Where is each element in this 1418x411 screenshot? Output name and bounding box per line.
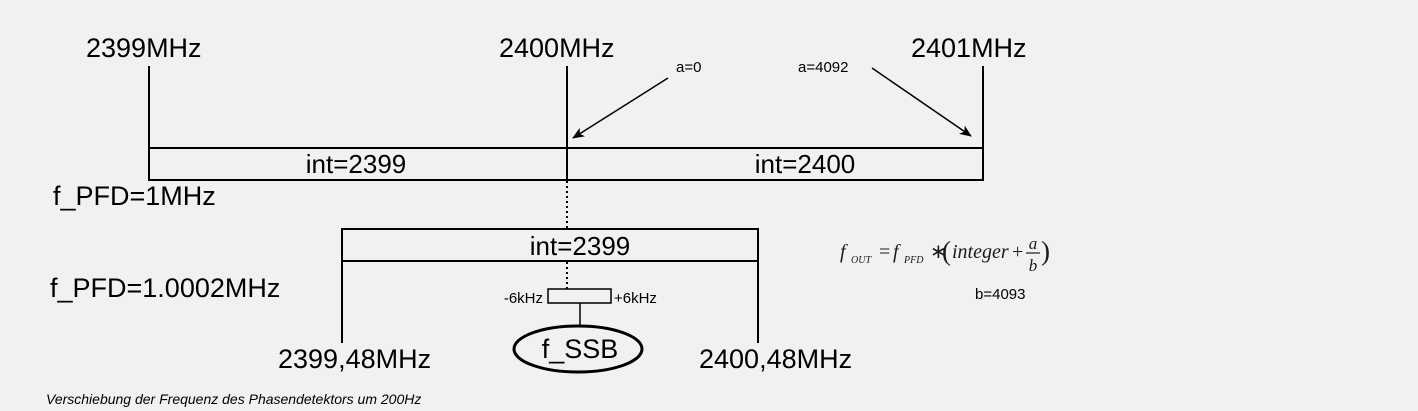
formula-out-subscript: OUT	[851, 255, 872, 266]
formula-denominator: b	[1029, 256, 1038, 275]
formula-integer: integer	[952, 241, 1009, 263]
segment-int-2400-label: int=2400	[755, 149, 855, 179]
ssb-offset-box	[547, 288, 612, 304]
b-value-label: b=4093	[975, 286, 1025, 303]
formula-multiply: ∗	[930, 241, 947, 263]
formula-plus: +	[1012, 241, 1023, 263]
top-right-frequency-label: 2401MHz	[911, 33, 1027, 63]
formula-left-paren: (	[942, 236, 951, 266]
bottom-left-frequency-label: 2399,48MHz	[278, 344, 431, 374]
a-zero-label: a=0	[676, 59, 701, 76]
a-4092-arrow	[871, 67, 972, 137]
top-center-frequency-label: 2400MHz	[499, 33, 615, 63]
plus-offset-label: +6kHz	[614, 290, 657, 307]
a-zero-arrow	[572, 77, 669, 139]
pfd-shifted-label: f_PFD=1.0002MHz	[50, 273, 280, 303]
bottom-right-frequency-label: 2400,48MHz	[699, 344, 852, 374]
a-4092-label: a=4092	[798, 59, 848, 76]
segment-shifted-int-2399-box	[341, 228, 759, 262]
formula-f-out: f	[840, 241, 848, 263]
formula-right-paren: )	[1041, 236, 1050, 266]
formula-equals: =	[879, 241, 890, 263]
segment-shifted-int-2399-label: int=2399	[530, 231, 630, 261]
segment-int-2399-label: int=2399	[306, 149, 406, 179]
ssb-label: f_SSB	[542, 334, 619, 364]
figure-caption: Verschiebung der Frequenz des Phasendete…	[46, 391, 422, 407]
minus-offset-label: -6kHz	[504, 290, 543, 307]
formula-pfd-subscript: PFD	[903, 255, 924, 266]
segment-int-2400-box	[566, 147, 984, 181]
top-frequency-scale: 2399MHz 2400MHz 2401MHz int=2399 int=240…	[53, 33, 1027, 211]
formula-f-pfd: f	[893, 241, 901, 263]
pfd-1mhz-label: f_PFD=1MHz	[53, 181, 216, 211]
top-left-frequency-label: 2399MHz	[86, 33, 202, 63]
formula-numerator: a	[1029, 234, 1038, 253]
bottom-frequency-scale: int=2399 f_PFD=1.0002MHz -6kHz +6kHz f_S…	[50, 228, 852, 374]
ssb-ellipse	[512, 324, 644, 374]
frequency-formula: f OUT = f PFD ∗ ( integer + a b )	[840, 234, 1050, 275]
